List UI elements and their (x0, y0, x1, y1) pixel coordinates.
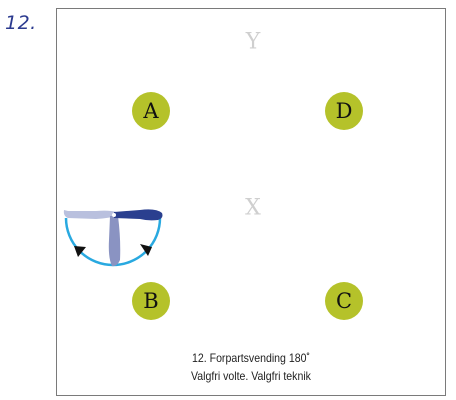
marker-b: B (132, 282, 170, 320)
horse-mid-position (108, 216, 121, 267)
marker-c: C (325, 282, 363, 320)
exercise-title: 12. Forpartsvending 180˚ (191, 351, 311, 365)
arena-letter-y: Y (245, 29, 261, 55)
pivot-point (112, 213, 116, 217)
arena-letter-x: X (245, 195, 261, 221)
arrow-right (140, 244, 152, 256)
exercise-number: 12. (5, 12, 37, 34)
horse-start-position (63, 210, 116, 219)
marker-d: D (325, 92, 363, 130)
arrow-left (74, 246, 86, 257)
arena-rectangle (56, 8, 446, 396)
marker-a: A (132, 92, 170, 130)
exercise-description: Valgfri volte. Valgfri teknik (191, 369, 311, 383)
horse-end-position (114, 209, 163, 221)
